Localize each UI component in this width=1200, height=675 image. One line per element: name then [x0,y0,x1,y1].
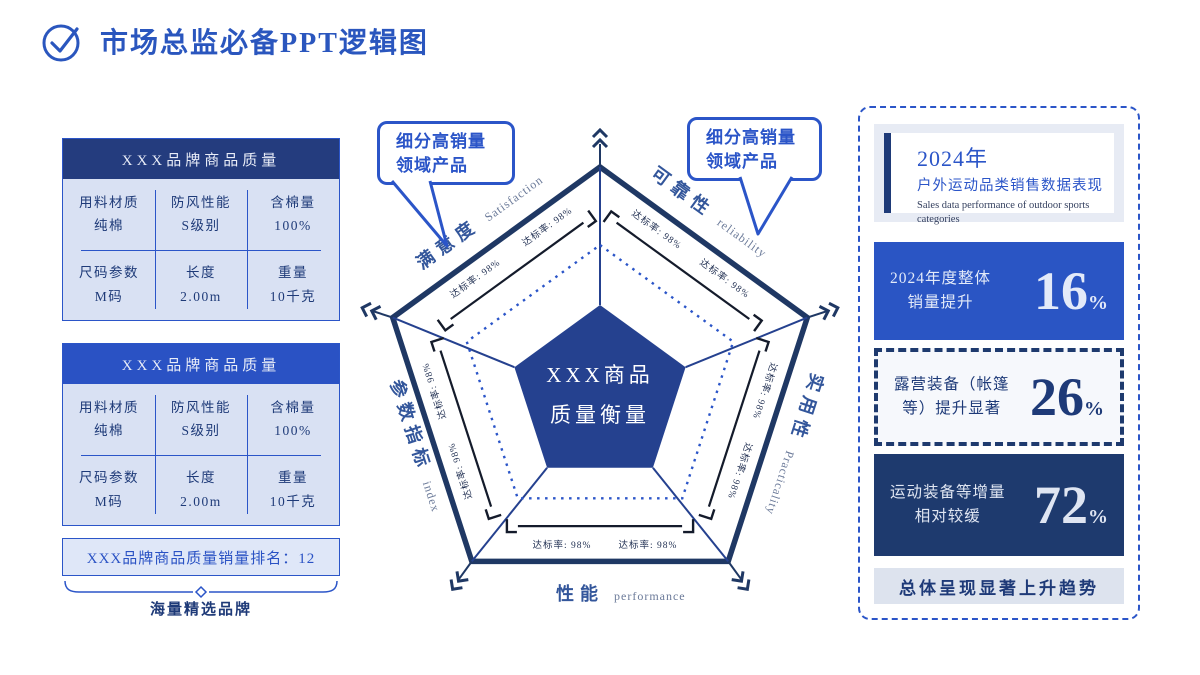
panel-footer: 总体呈现显著上升趋势 [874,568,1124,604]
spec-table-2-title: XXX品牌商品质量 [63,344,339,384]
page-title-row: 市场总监必备PPT逻辑图 [38,18,429,64]
ranking-box: XXX品牌商品质量销量排名：12 [62,538,340,576]
stat-value: 16% [1034,261,1108,321]
spec-table-1-title: XXX品牌商品质量 [63,139,339,179]
stat-block-overall: 2024年度整体销量提升 16% [874,242,1124,340]
rate-label: 达标率: 98% [619,539,678,551]
brace-label: 海量精选品牌 [149,602,252,618]
center-pentagon [514,305,686,468]
stat-label: 运动装备等增量相对较缓 [890,483,1006,525]
rate-label: 达标率: 98% [533,539,592,551]
panel-header-inner: 2024年 户外运动品类销售数据表现 Sales data performanc… [884,133,1114,225]
panel-year: 2024年 [917,146,989,171]
center-label-line2: 质量衡量 [550,403,650,427]
stat-label: 2024年度整体销量提升 [890,269,992,311]
chevron-arrow-icon [730,569,755,595]
measure-arrows [429,209,771,534]
stat-label: 露营装备（帐篷等）提升显著 [894,375,1010,417]
stat-value: 72% [1034,475,1108,535]
stat-value: 26% [1030,367,1104,427]
stat-block-camping: 露营装备（帐篷等）提升显著 26% [874,348,1124,446]
panel-title-en: Sales data performance of outdoor sports… [917,200,1090,225]
panel-header-card: 2024年 户外运动品类销售数据表现 Sales data performanc… [874,124,1124,225]
table-cell: 用料材质纯棉 [79,399,139,439]
callout-left-tail [390,180,449,248]
sales-data-panel: 2024年 户外运动品类销售数据表现 Sales data performanc… [858,106,1140,620]
panel-title-zh: 户外运动品类销售数据表现 [917,178,1103,194]
diamond-icon [194,585,208,599]
chevron-arrow-icon [358,299,383,322]
chevron-arrow-icon [445,569,470,595]
brace-bracket [64,580,338,599]
axis-extension-lines [370,144,830,581]
callout-right: 细分高销量领域产品 [687,117,822,181]
table-cell: 用料材质纯棉 [79,194,139,234]
center-label-line1: XXX商品 [546,363,654,387]
table-divider [81,249,321,251]
chevron-arrow-icon [817,299,842,322]
check-circle-icon [42,24,80,62]
table-divider [81,454,321,456]
stat-block-sports: 运动装备等增量相对较缓 72% [874,454,1124,556]
page-title: 市场总监必备PPT逻辑图 [100,28,429,59]
callout-right-tail [738,176,794,236]
callout-left: 细分高销量领域产品 [377,121,515,185]
pentagon-radar-chart: XXX商品 质量衡量 达标率: 98% 达标率: 98% 达标率: 98% 达标… [358,128,842,604]
